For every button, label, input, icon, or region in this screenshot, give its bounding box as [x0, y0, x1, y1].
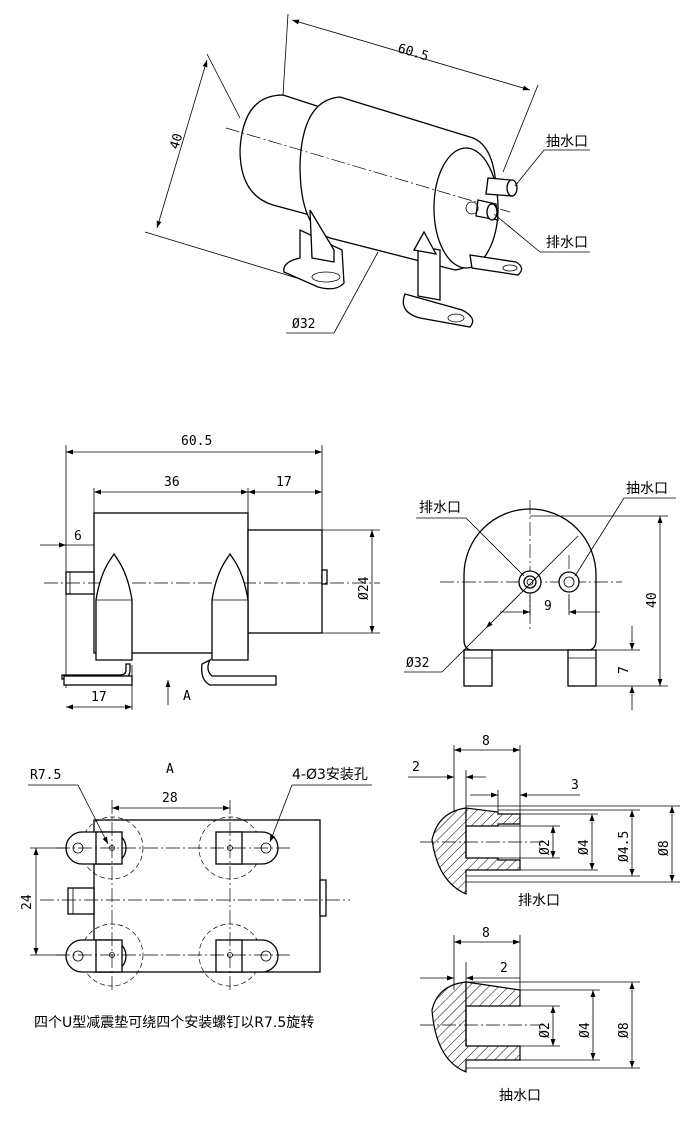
front-dim-foot: 17	[91, 690, 107, 705]
isometric-view: 60.5 40 抽水口 排水口 Ø32	[144, 13, 590, 334]
iso-dim-length: 60.5	[396, 41, 430, 64]
drain-dim-head: 2	[412, 760, 420, 775]
drain-dim-bore: Ø2	[538, 839, 553, 855]
view-a-label-holes: 4-Ø3安装孔	[292, 767, 368, 783]
view-a-dim-y: 24	[20, 894, 35, 910]
iso-label-suction: 抽水口	[546, 134, 588, 150]
side-dim-foot: 7	[617, 666, 632, 674]
drain-dim-collar: Ø4.5	[617, 831, 632, 862]
front-view-arrow-label: A	[183, 689, 191, 704]
front-dim-total: 60.5	[181, 434, 212, 449]
side-dim-spacing: 9	[544, 599, 552, 614]
side-view: 排水口 抽水口 9 40 7 Ø32	[404, 481, 676, 710]
front-dim-motor-dia: Ø24	[357, 576, 372, 600]
front-dim-motor: 17	[276, 475, 292, 490]
view-a-dim-x: 28	[162, 791, 178, 806]
front-dim-body: 36	[164, 475, 180, 490]
suction-detail: 8 2 Ø2 Ø4 Ø8 抽水口	[420, 926, 640, 1104]
drain-dim-length: 8	[482, 734, 490, 749]
iso-dim-height-line	[156, 59, 208, 229]
view-a-label-radius: R7.5	[30, 768, 61, 783]
drain-dim-tip: 3	[571, 778, 579, 793]
suction-dim-od: Ø4	[578, 1022, 593, 1038]
suction-dim-head: 2	[500, 961, 508, 976]
drain-detail-caption: 排水口	[518, 893, 560, 909]
view-a-note: 四个U型减震垫可绕四个安装螺钉以R7.5旋转	[34, 1015, 314, 1031]
drain-dim-base: Ø8	[657, 840, 672, 856]
suction-dim-base: Ø8	[617, 1022, 632, 1038]
drain-detail: 8 2 3 Ø2 Ø4 Ø4.5 Ø8 排水口	[408, 734, 680, 909]
suction-detail-caption: 抽水口	[499, 1088, 541, 1104]
side-dim-height: 40	[645, 592, 660, 608]
suction-dim-bore: Ø2	[538, 1022, 553, 1038]
front-view: 60.5 36 17 6 Ø24 17 A	[40, 434, 380, 710]
front-dim-nozzle: 6	[74, 529, 82, 544]
suction-dim-length: 8	[482, 926, 490, 941]
side-label-suction: 抽水口	[626, 481, 668, 497]
view-a-title: A	[166, 762, 174, 777]
iso-label-drain: 排水口	[546, 235, 588, 251]
iso-dim-height: 40	[167, 132, 186, 151]
side-label-drain: 排水口	[419, 500, 461, 516]
view-a: A 28 24	[20, 762, 372, 1031]
drain-dim-od: Ø4	[577, 839, 592, 855]
iso-dim-diameter: Ø32	[292, 317, 315, 332]
iso-dim-length-line	[291, 19, 531, 91]
side-dim-diameter: Ø32	[406, 656, 429, 671]
